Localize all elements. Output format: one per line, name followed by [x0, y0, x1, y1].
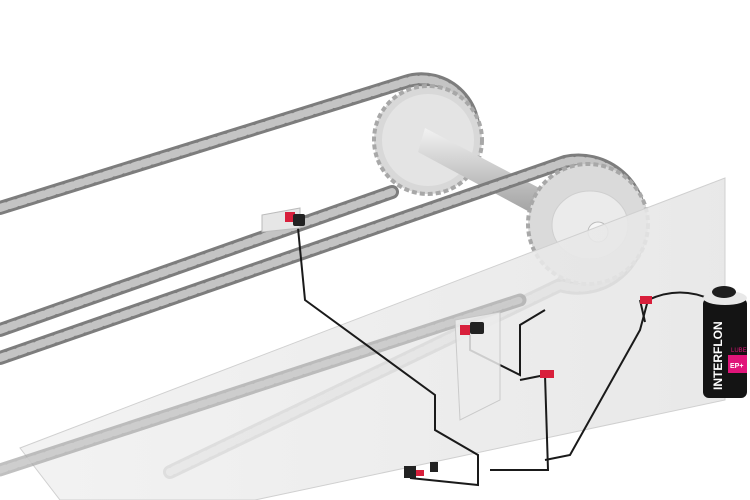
can-brand-label: INTERFLON: [711, 321, 725, 390]
tube-fitting: [404, 296, 652, 478]
brush-applicator-middle: [454, 311, 501, 421]
brush-applicator-top: [261, 207, 305, 233]
lubricant-can: INTERFLON LUBE EP+: [703, 286, 747, 398]
can-product-label: LUBE: [731, 348, 747, 354]
can-variant-label: EP+: [730, 363, 743, 370]
mounting-panel: [19, 177, 726, 500]
